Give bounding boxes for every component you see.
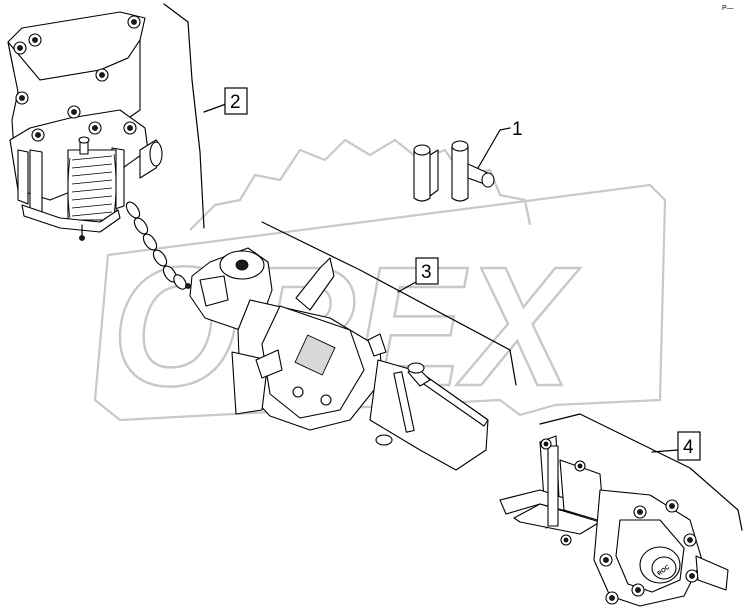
- leader-line-4: [539, 413, 743, 531]
- part-1-pins: [413, 127, 511, 202]
- callout-4-label: 4: [683, 437, 694, 458]
- callout-3-label: 3: [421, 262, 432, 283]
- part-2-bracket-assembly: [7, 11, 163, 241]
- leader-line-3: [261, 221, 517, 386]
- bracket-spring: [67, 149, 117, 221]
- part-3-hitch-assembly: [189, 221, 517, 471]
- callout-1-label: 1: [512, 119, 523, 140]
- callout-3: 3: [415, 257, 439, 285]
- callout-4: 4: [677, 431, 701, 461]
- connecting-chain: [125, 201, 191, 290]
- bracket-bolts: [13, 15, 141, 142]
- hub-bolts: [540, 438, 699, 605]
- callout-2-label: 2: [230, 92, 241, 113]
- corner-mark: P—: [722, 5, 734, 12]
- callout-1: 1: [512, 119, 523, 140]
- leader-line-2: [163, 3, 227, 229]
- leader-line-1: [477, 127, 511, 169]
- watermark-border-outer: [93, 183, 667, 422]
- watermark-gear-outline: [189, 138, 532, 231]
- part-4-flange-hub: ROC: [499, 413, 743, 607]
- callout-2: 2: [224, 87, 248, 115]
